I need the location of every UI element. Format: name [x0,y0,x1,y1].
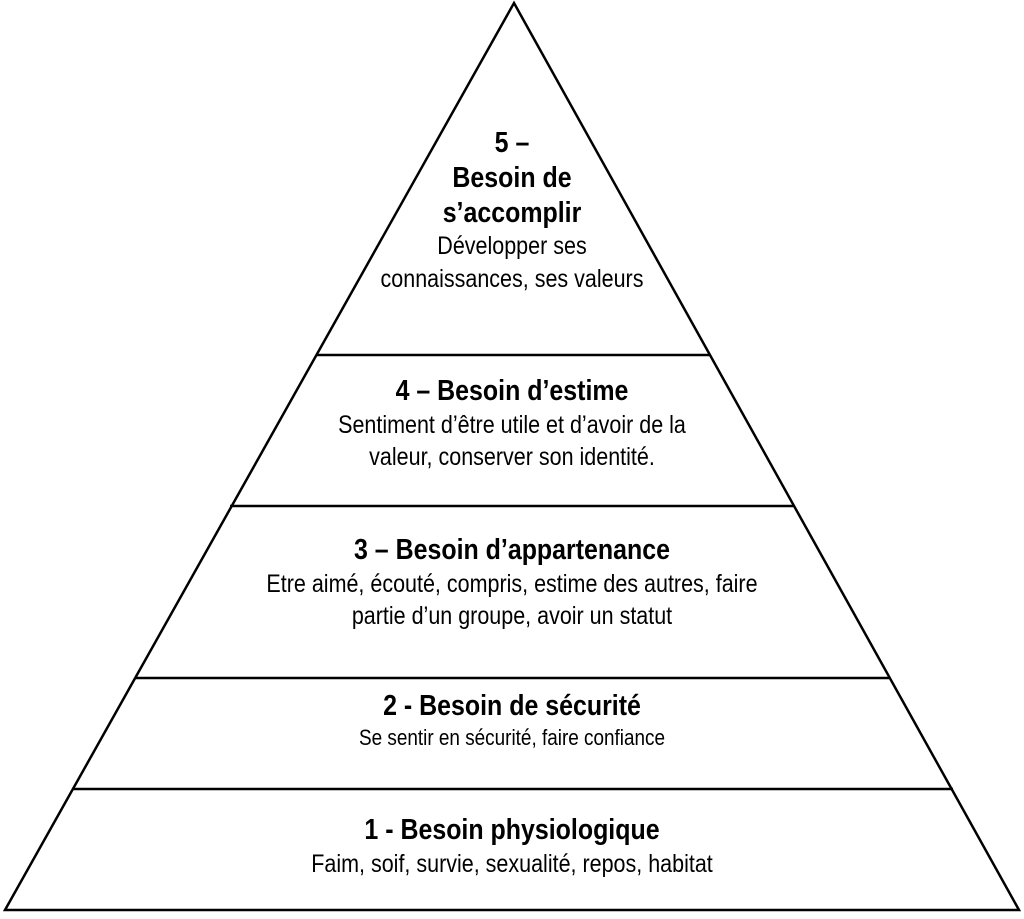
level-4-title: 4 – Besoin d’estime [395,375,629,407]
level-2-title: 2 - Besoin de sécurité [383,690,641,722]
level-1-physiological: 1 - Besoin physiologique Faim, soif, sur… [72,813,953,880]
level-2-safety: 2 - Besoin de sécurité Se sentir en sécu… [72,689,953,752]
level-3-belonging: 3 – Besoin d’appartenance Etre aimé, éco… [72,533,953,633]
level-5-title: 5 – Besoin de s’accomplir [442,127,582,229]
level-4-esteem: 4 – Besoin d’estime Sentiment d’être uti… [72,374,953,474]
level-1-description: Faim, soif, survie, sexualité, repos, ha… [311,849,713,878]
level-2-description: Se sentir en sécurité, faire confiance [358,724,666,750]
level-5-description: Développer ses connaissances, ses valeur… [380,232,644,293]
level-1-title: 1 - Besoin physiologique [364,814,660,846]
level-4-description: Sentiment d’être utile et d’avoir de la … [338,410,686,472]
level-5-self-actualization: 5 – Besoin de s’accomplir Développer ses… [72,126,953,295]
level-3-title: 3 – Besoin d’appartenance [353,534,671,566]
level-3-description: Etre aimé, écouté, compris, estime des a… [266,569,758,631]
